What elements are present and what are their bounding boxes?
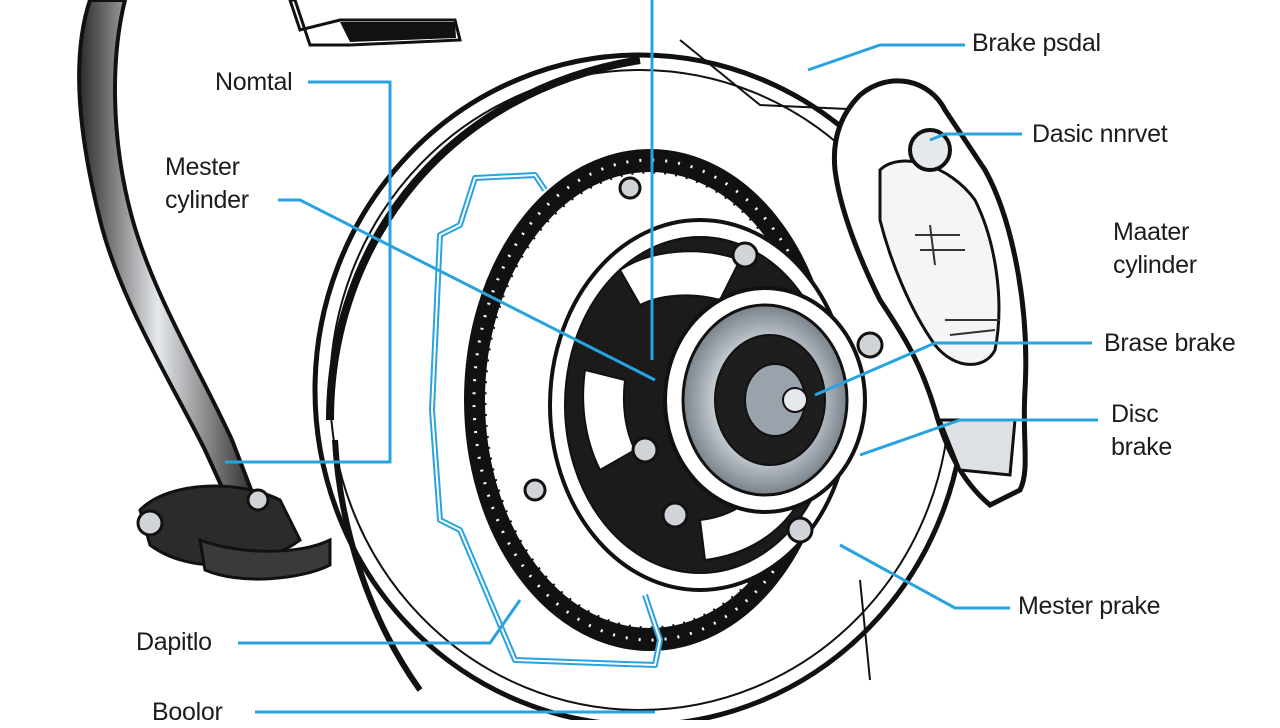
leader-mester-cylinder [278, 198, 656, 382]
label-brase-brake: Brase brake [1104, 329, 1236, 357]
brake-rotor [312, 39, 968, 720]
label-maater-cylinder-line2: cylinder [1113, 251, 1197, 279]
leader-mester-prake [839, 543, 1010, 610]
label-brake-psdal: Brake psdal [972, 29, 1101, 57]
label-disc-brake-line2: brake [1111, 433, 1173, 461]
label-mester-cylinder-line2: cylinder [165, 186, 249, 214]
leader-dasic-nnrvet [929, 132, 1022, 142]
leader-lines [225, 0, 1098, 714]
label-dapitlo: Dapitlo [136, 628, 212, 656]
pedal-arm [77, 0, 332, 581]
label-nomtal: Nomtal [215, 68, 293, 96]
label-disc-brake-line1: Disc [1111, 400, 1159, 428]
top-bracket [288, 0, 462, 47]
leader-disc-brake [859, 418, 1098, 457]
leader-brase-brake [814, 341, 1092, 397]
brake-caliper [831, 78, 1029, 508]
label-mester-cylinder-line1: Mester [165, 153, 240, 181]
label-maater-cylinder-line1: Maater [1113, 218, 1190, 246]
leader-dapitlo [238, 599, 522, 645]
leader-nomtal [225, 80, 392, 464]
leader-brake-psdal [807, 43, 965, 72]
label-boolor: Boolor [152, 698, 223, 726]
hydraulic-line [429, 172, 663, 668]
label-dasic-nnrvet: Dasic nnrvet [1032, 120, 1168, 148]
label-mester-prake: Mester prake [1018, 592, 1161, 620]
